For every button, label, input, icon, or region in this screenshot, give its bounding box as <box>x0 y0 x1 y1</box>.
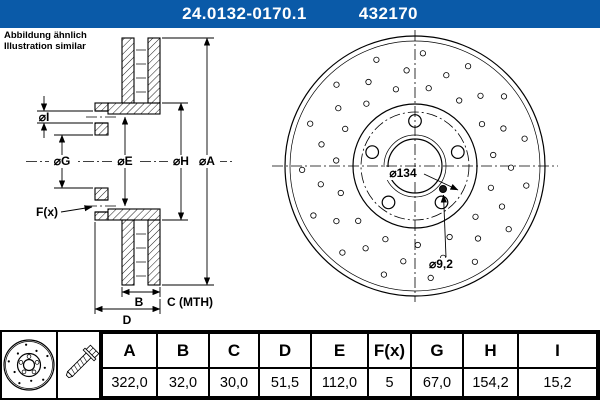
article-number: 432170 <box>358 4 418 23</box>
similarity-note: Abbildung ähnlich Illustration similar <box>4 30 87 52</box>
vent-vanes <box>136 49 146 277</box>
dim-dia-e: ⌀E <box>112 116 138 207</box>
annotation-dia-134: ⌀134 <box>383 166 459 191</box>
table-header-row: A B C D E F(x) G H I <box>101 332 598 369</box>
brake-disc-icon <box>2 332 58 398</box>
note-line-en: Illustration similar <box>4 41 86 52</box>
mounting-screw-icon <box>58 332 101 398</box>
dim-dia-a: ⌀A <box>162 37 220 286</box>
annotation-dia-9-2: ⌀9,2 <box>426 194 462 271</box>
dim-label-d: D <box>123 313 132 327</box>
dim-b-c: B C (MTH) <box>121 287 213 309</box>
table-value-row: 322,0 32,0 30,0 51,5 112,0 5 67,0 154,2 … <box>101 367 598 398</box>
table-header-cell: A <box>101 332 158 369</box>
front-view: ⌀134 ⌀9,2 <box>272 30 558 302</box>
table-value-cell: 51,5 <box>258 367 312 398</box>
table-value-cell: 32,0 <box>156 367 210 398</box>
dim-dia-i: ⌀I <box>32 96 93 138</box>
table-header-cell: E <box>310 332 369 369</box>
annotation-label-dia-134: ⌀134 <box>389 166 417 180</box>
dim-label-dia-g: ⌀G <box>54 154 71 168</box>
table-value-cell: 67,0 <box>410 367 464 398</box>
dimension-table: A B C D E F(x) G H I 322,0 32,0 30,0 51,… <box>101 332 598 398</box>
technical-drawing: ⌀I ⌀G ⌀E ⌀H <box>26 30 558 327</box>
table-header-cell: D <box>258 332 312 369</box>
dim-label-dia-h: ⌀H <box>173 154 189 168</box>
dim-label-dia-e: ⌀E <box>117 154 132 168</box>
dim-label-b: B <box>135 295 144 309</box>
table-header-cell: H <box>462 332 519 369</box>
dim-label-dia-i: ⌀I <box>39 110 50 124</box>
table-header-cell: I <box>517 332 598 369</box>
part-number: 24.0132-0170.1 <box>182 4 307 23</box>
table-header-cell: F(x) <box>367 332 412 369</box>
dim-f-x: F(x) <box>36 205 93 219</box>
note-line-de: Abbildung ähnlich <box>4 30 87 41</box>
title-bar: 24.0132-0170.1 432170 <box>0 0 600 28</box>
dim-label-dia-a: ⌀A <box>199 154 215 168</box>
dim-label-f-x: F(x) <box>36 205 58 219</box>
table-value-cell: 5 <box>367 367 412 398</box>
cross-section-view: ⌀I ⌀G ⌀E ⌀H <box>26 37 232 327</box>
dim-dia-h: ⌀H <box>162 102 194 221</box>
locating-pin-hole <box>439 185 447 193</box>
table-value-cell: 154,2 <box>462 367 519 398</box>
table-value-cell: 112,0 <box>310 367 369 398</box>
dim-dia-g: ⌀G <box>49 134 93 189</box>
table-value-cell: 15,2 <box>517 367 598 398</box>
annotation-label-dia-9-2: ⌀9,2 <box>429 257 453 271</box>
dim-d: D <box>94 222 161 327</box>
table-header-cell: C <box>208 332 260 369</box>
table-header-cell: G <box>410 332 464 369</box>
table-value-cell: 322,0 <box>101 367 158 398</box>
dim-label-c-mth: C (MTH) <box>167 295 213 309</box>
table-value-cell: 30,0 <box>208 367 260 398</box>
dimension-table-block: A B C D E F(x) G H I 322,0 32,0 30,0 51,… <box>0 330 600 400</box>
table-header-cell: B <box>156 332 210 369</box>
